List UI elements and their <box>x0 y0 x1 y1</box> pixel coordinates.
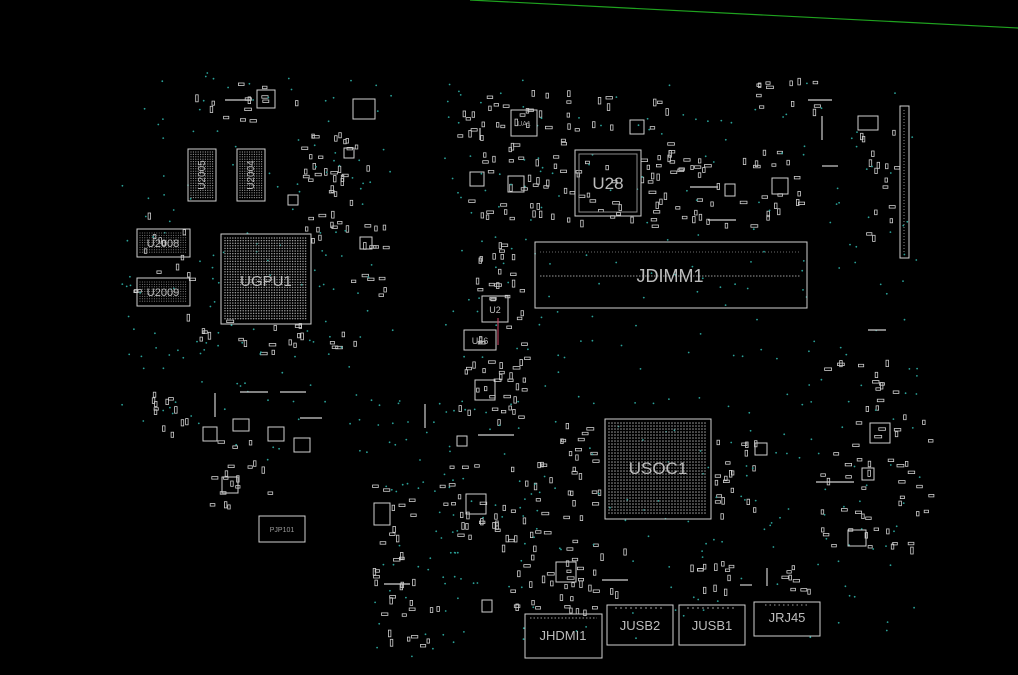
u2004-ball-grid <box>239 151 263 199</box>
component-usoc1[interactable]: USOC1 <box>604 418 712 520</box>
component-u56[interactable]: U56 <box>463 329 497 351</box>
component-u2005[interactable]: U2005 <box>187 148 217 202</box>
component-ugpu1[interactable]: UGPU1 <box>220 233 312 325</box>
right-edge-connector[interactable] <box>899 105 910 259</box>
jrj45-label: JRJ45 <box>769 610 806 625</box>
jusb2-label: JUSB2 <box>620 618 660 633</box>
component-ua1[interactable]: UA1 <box>510 109 538 137</box>
board-edge-trace <box>469 0 1018 29</box>
component-u2008[interactable]: U2008 <box>136 228 191 258</box>
component-jusb1[interactable]: JUSB1 <box>678 604 746 646</box>
u2009-label: U2009 <box>147 287 179 299</box>
u2004-label: U2004 <box>246 160 257 190</box>
component-jhdmi1[interactable]: JHDMI1 <box>524 613 603 659</box>
via-field <box>121 72 921 658</box>
component-pjp101[interactable]: PJP101 <box>258 515 306 543</box>
ugpu1-label: UGPU1 <box>240 273 292 290</box>
u2005-label: U2005 <box>197 160 208 190</box>
component-jrj45[interactable]: JRJ45 <box>753 601 821 637</box>
u56-label: U56 <box>472 336 489 346</box>
u2008-label: U2008 <box>147 238 179 250</box>
usoc1-bga-grid <box>608 422 706 514</box>
component-u2009[interactable]: U2009 <box>136 277 191 307</box>
jhdmi1-label: JHDMI1 <box>540 628 587 643</box>
passive-components <box>133 77 935 648</box>
pjp101-label: PJP101 <box>270 527 295 534</box>
jusb1-label: JUSB1 <box>692 618 732 633</box>
u2008-ball-grid <box>139 232 187 253</box>
ua1-label: UA1 <box>517 121 531 128</box>
component-jdimm1[interactable]: JDIMM1 <box>534 241 808 309</box>
misc-long-parts <box>214 99 886 586</box>
u2-label: U2 <box>489 305 501 315</box>
ugpu1-bga-grid <box>224 237 307 320</box>
u2009-ball-grid <box>139 281 187 302</box>
component-u28[interactable]: U28 <box>574 149 642 217</box>
component-u2[interactable]: U2 <box>481 295 509 323</box>
u2005-ball-grid <box>190 151 214 199</box>
usoc1-label: USOC1 <box>629 459 688 478</box>
component-u2004[interactable]: U2004 <box>236 148 266 202</box>
jdimm1-label: JDIMM1 <box>637 266 704 286</box>
u28-label: U28 <box>592 174 623 193</box>
component-jusb2[interactable]: JUSB2 <box>606 604 674 646</box>
misc-ic-outlines <box>202 89 891 613</box>
